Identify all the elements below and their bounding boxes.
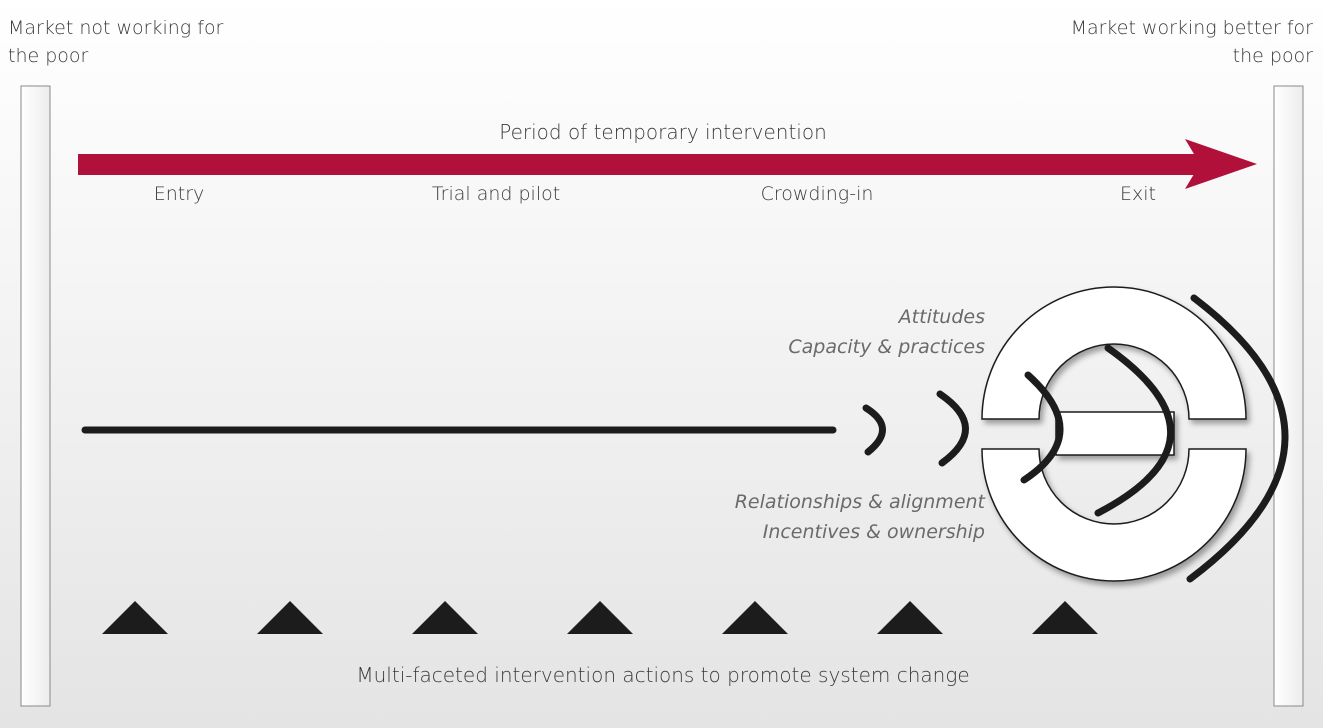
system-ring (981, 286, 1247, 582)
action-triangle (1032, 601, 1098, 634)
action-triangle (722, 601, 788, 634)
small-arc-2 (936, 390, 969, 467)
arc-1 (1020, 371, 1064, 484)
system-ring-top (981, 286, 1247, 420)
stage-trial-and-pilot: Trial and pilot (431, 183, 561, 205)
arc-3 (1186, 294, 1289, 583)
timeline-title: Period of temporary intervention (499, 120, 827, 144)
action-triangle (567, 601, 633, 634)
label-relationships-alignment: Relationships & alignment (734, 491, 985, 513)
right-pole-label: Market working better for the poor (1070, 17, 1313, 67)
system-ring-bottom (981, 448, 1247, 582)
system-labels-bottom: Relationships & alignment Incentives & o… (735, 487, 985, 547)
action-triangle (102, 601, 168, 634)
timeline-arrow (78, 139, 1257, 189)
stage-exit: Exit (1120, 183, 1156, 205)
action-triangle (257, 601, 323, 634)
stage-crowding-in: Crowding-in (760, 183, 874, 205)
system-labels-top: Attitudes Capacity & practices (788, 302, 985, 362)
left-pole-bar (20, 85, 51, 707)
arc-2 (1094, 344, 1175, 517)
label-incentives-ownership: Incentives & ownership (762, 521, 985, 543)
system-core (1055, 411, 1175, 456)
label-capacity-practices: Capacity & practices (788, 336, 985, 358)
left-pole-label: Market not working for the poor (8, 17, 224, 67)
label-attitudes: Attitudes (898, 306, 985, 328)
small-arc-1 (862, 404, 886, 456)
stage-entry: Entry (153, 183, 205, 205)
action-triangle (412, 601, 478, 634)
footer-caption: Multi-faceted intervention actions to pr… (356, 663, 970, 687)
action-triangle (877, 601, 943, 634)
